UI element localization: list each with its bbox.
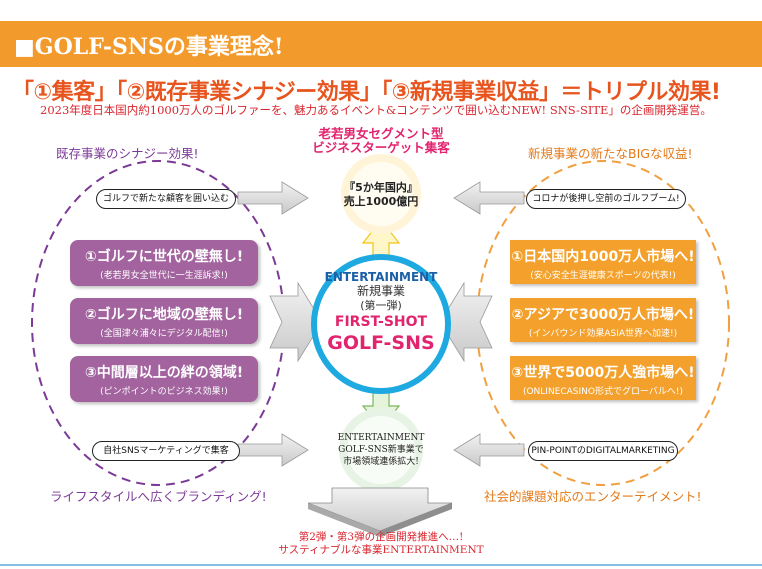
left-box-3-main: ③中間層以上の絆の領域!	[84, 365, 244, 381]
left-box-2-sub: (全国津々浦々にデジタル配信!)	[100, 329, 228, 339]
arrow-left-chevron	[269, 281, 323, 363]
subheadline: 2023年度日本国内約1000万人のゴルファーを、魅力あるイベント&コンテンツで…	[40, 103, 712, 117]
bottom-circle-text: ENTERTAINMENT GOLF-SNS新事業で 市場領域連係拡大!	[326, 432, 436, 468]
right-footer: 社会的課題対応のエンターテイメント!	[484, 489, 702, 504]
main-circle-line2: 新規事業	[356, 284, 405, 298]
right-top-pill: コロナが後押し空前のゴルフブーム!	[526, 189, 686, 209]
right-box-2-sub: (インバウンド効果ASIA世界へ加速!)	[528, 329, 678, 339]
center-top-label-line1: 老若男女セグメント型	[318, 126, 444, 141]
left-box-2: ②ゴルフに地域の壁無し! (全国津々浦々にデジタル配信!)	[70, 298, 258, 344]
left-box-2-main: ②ゴルフに地域の壁無し!	[84, 307, 244, 323]
right-box-3-main: ③世界で5000万人強市場へ!	[511, 365, 695, 381]
main-circle-line1: ENTERTAINMENT	[324, 270, 438, 284]
right-box-2-main: ②アジアで3000万人市場へ!	[511, 307, 695, 323]
top-circle-text: 『5か年国内』 売上1000億円	[331, 181, 431, 209]
arrow-left-to-center-bottom	[237, 433, 309, 467]
left-top-pill: ゴルフで新たな顧客を囲い込む	[96, 189, 236, 209]
right-column-title: 新規事業の新たなBIGな収益!	[528, 146, 693, 161]
left-box-1-main: ①ゴルフに世代の壁無し!	[84, 249, 244, 265]
headline: 「①集客」「②既存事業シナジー効果」「③新規事業収益」＝トリプル効果!	[12, 80, 721, 105]
left-box-3: ③中間層以上の絆の領域! (ピンポイントのビジネス効果!)	[70, 356, 258, 402]
right-box-1-main: ①日本国内1000万人市場へ!	[511, 249, 695, 265]
center-top-label: 老若男女セグメント型 ビジネスターゲット集客	[281, 127, 481, 155]
right-box-3-sub: (ONLINECASINO形式でグローバルへ!)	[522, 387, 684, 397]
arrow-right-to-center-bottom	[453, 433, 525, 467]
arrow-left-to-center-top	[237, 181, 309, 215]
main-circle-text: ENTERTAINMENT 新規事業 (第一弾) FIRST-SHOT GOLF…	[316, 270, 446, 355]
main-circle	[311, 254, 451, 394]
right-box-3: ③世界で5000万人強市場へ! (ONLINECASINO形式でグローバルへ!)	[510, 356, 696, 400]
main-circle-line3: (第一弾)	[360, 299, 402, 312]
main-circle-line4: FIRST-SHOT	[334, 314, 428, 330]
left-box-3-sub: (ピンポイントのビジネス効果!)	[100, 387, 228, 397]
arrow-down-gray-large	[307, 487, 453, 532]
right-box-1: ①日本国内1000万人市場へ! (安心安全生涯健康スポーツの代表!)	[510, 240, 696, 284]
bottom-circle-line3: 市場領域連係拡大!	[343, 457, 419, 467]
arrow-right-to-center-top	[453, 181, 525, 215]
right-box-2: ②アジアで3000万人市場へ! (インバウンド効果ASIA世界へ加速!)	[510, 298, 696, 342]
right-box-1-sub: (安心安全生涯健康スポーツの代表!)	[530, 271, 676, 281]
page-title: ■GOLF-SNSの事業理念!	[14, 34, 284, 60]
left-box-1-sub: (老若男女全世代に一生涯訴求!)	[100, 271, 228, 281]
footer-line1: 第2弾・第3弾の企画開発推進へ…!	[298, 531, 464, 543]
top-circle-line1: 『5か年国内』	[344, 181, 418, 194]
footer-line2: サスティナブルな事業ENTERTAINMENT	[278, 544, 484, 556]
right-bottom-pill: PIN-POINTのDIGITALMARKETING	[528, 441, 678, 461]
bottom-circle-line1: ENTERTAINMENT	[337, 433, 425, 443]
center-top-label-line2: ビジネスターゲット集客	[312, 140, 450, 155]
bottom-circle-line2: GOLF-SNS新事業で	[338, 445, 424, 455]
left-box-1: ①ゴルフに世代の壁無し! (老若男女全世代に一生涯訴求!)	[70, 240, 258, 286]
left-footer: ライフスタイルへ広くブランディング!	[50, 489, 267, 504]
footer-text: 第2弾・第3弾の企画開発推進へ…! サスティナブルな事業ENTERTAINMEN…	[261, 531, 501, 557]
header-band	[0, 21, 762, 67]
top-circle-line2: 売上1000億円	[343, 195, 419, 208]
left-bottom-pill: 自社SNSマーケティングで集客	[92, 441, 240, 461]
left-column-title: 既存事業のシナジー効果!	[56, 146, 199, 161]
main-circle-line5: GOLF-SNS	[327, 332, 435, 354]
arrow-right-chevron	[439, 281, 493, 363]
